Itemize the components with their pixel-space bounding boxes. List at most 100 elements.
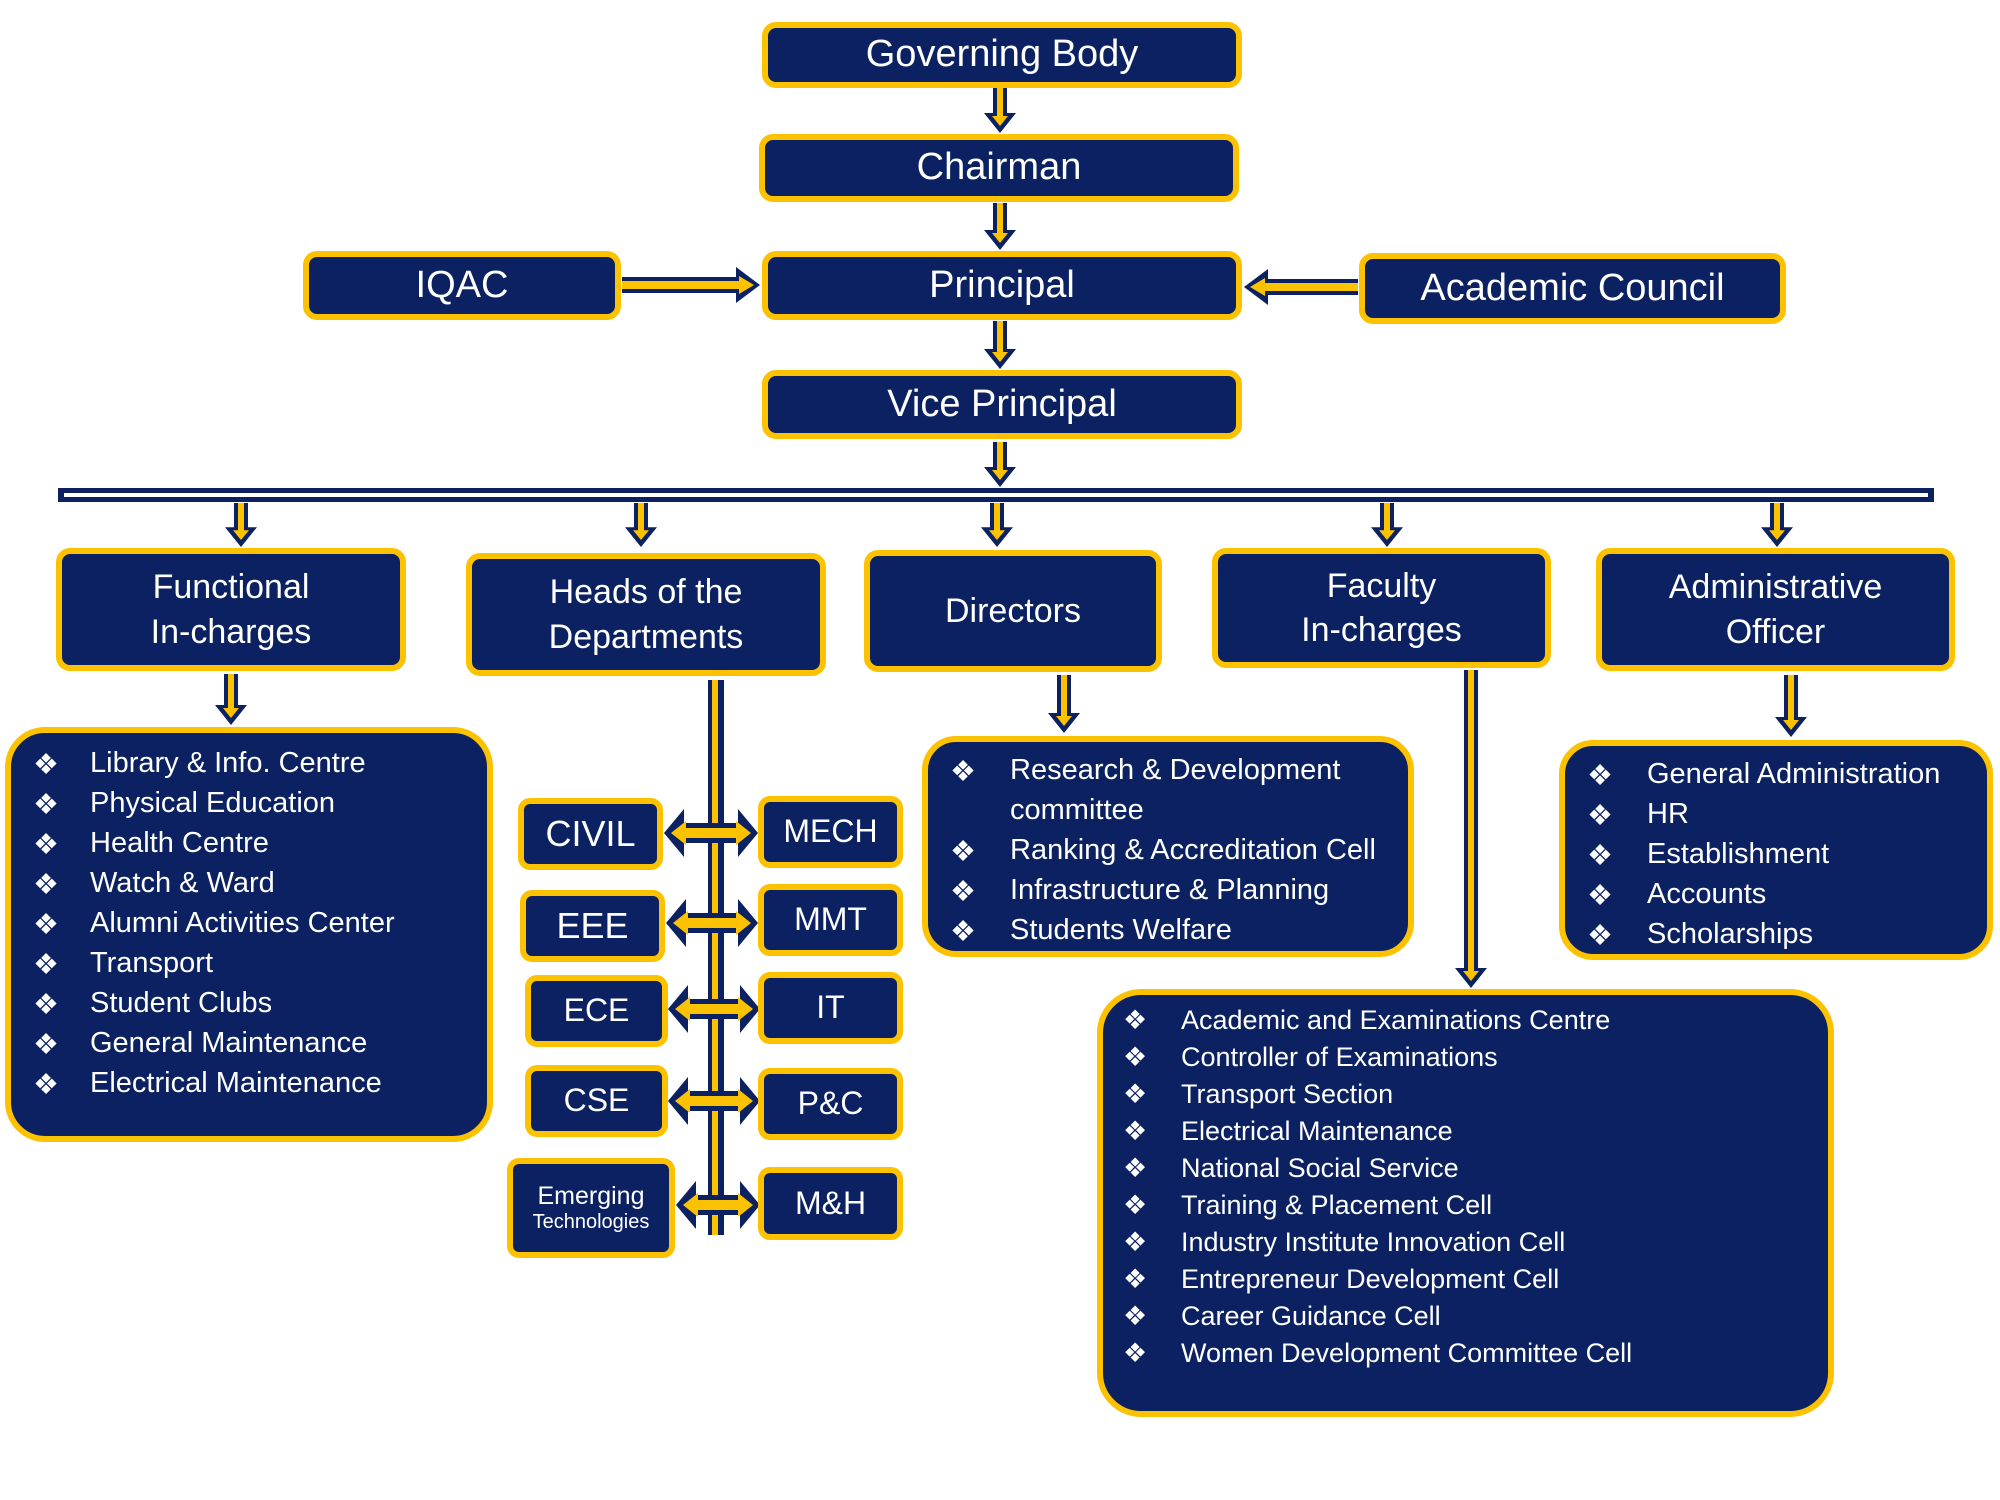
dept-emerging-label-2: Technologies: [532, 1210, 650, 1233]
list-item: ❖Physical Education: [33, 787, 487, 827]
arrow-bar-to-hods: [625, 503, 657, 547]
list-item-label: Electrical Maintenance: [1181, 1116, 1453, 1146]
dept-ece-label: ECE: [563, 992, 630, 1029]
arrow-fill: [992, 203, 1008, 243]
list-item: ❖Electrical Maintenance: [1123, 1116, 1828, 1153]
list-item: ❖Ranking & Accreditation Cell: [950, 834, 1408, 874]
faculty-label-2: In-charges: [1301, 611, 1462, 649]
arrow-functional-to-list: [215, 674, 247, 725]
functional-label-2: In-charges: [150, 612, 312, 651]
arrow-vice-principal-to-bar: [984, 442, 1016, 487]
list-item-label: Health Centre: [90, 827, 269, 859]
list-item-label: Career Development Cell: [1010, 954, 1336, 957]
dept-cse-label: CSE: [563, 1082, 630, 1119]
bullet-diamond-icon: ❖: [33, 789, 59, 821]
bullet-diamond-icon: ❖: [1587, 880, 1613, 912]
spine-fill: [712, 680, 718, 1235]
chairman-label: Chairman: [916, 146, 1082, 189]
list-item: ❖ Health Centre: [33, 827, 487, 867]
list-item: ❖ Electrical Maintenance: [33, 1067, 487, 1107]
admin-items: ❖General Administration❖HR❖Establishment…: [1587, 758, 1987, 954]
list-item: ❖HR: [1587, 798, 1987, 838]
list-item: ❖Controller of Examinations: [1123, 1042, 1828, 1079]
faculty-items: ❖ Academic and Examinations Centre ❖Contro…: [1123, 1005, 1828, 1375]
list-item: ❖ Transport: [33, 947, 487, 987]
list-item-label: Infrastructure & Planning: [1010, 874, 1330, 906]
arrow-ece-it: [668, 985, 760, 1033]
double-arrow-fill: [683, 1193, 753, 1217]
arrow-fill: [989, 503, 1005, 540]
bullet-diamond-icon: ❖: [33, 749, 59, 781]
dept-mh: M&H: [758, 1167, 903, 1240]
arrow-principal-to-vice-principal: [984, 321, 1016, 369]
list-item: ❖Students Welfare: [950, 914, 1408, 951]
list-item: ❖Scholarships: [1587, 918, 1987, 954]
list-item: ❖Transport Section: [1123, 1079, 1828, 1116]
list-item-label: Electrical Maintenance: [90, 1067, 382, 1099]
arrow-fill: [992, 88, 1008, 126]
arrow-fill: [1056, 675, 1072, 726]
dept-mmt: MMT: [758, 884, 903, 956]
list-item-label: Watch & Ward: [90, 867, 275, 899]
arrow-civil-mech: [664, 809, 758, 857]
bullet-diamond-icon: ❖: [950, 916, 976, 948]
arrow-fill: [1783, 675, 1799, 730]
bullet-diamond-icon: ❖: [1123, 1079, 1148, 1109]
bullet-diamond-icon: ❖: [33, 1029, 59, 1061]
list-item-label: Women Development Committee Cell: [1181, 1338, 1633, 1368]
hods-label-1: Heads of the: [549, 573, 743, 612]
list-item-label: Academic and Examinations Centre: [1181, 1005, 1611, 1035]
list-item: ❖Establishment: [1587, 838, 1987, 878]
arrow-bar-to-directors: [981, 503, 1013, 547]
arrow-directors-to-list: [1048, 675, 1080, 733]
bullet-diamond-icon: ❖: [1587, 760, 1613, 792]
bullet-diamond-icon: ❖: [1123, 1301, 1148, 1331]
distribution-bar-inner: [64, 493, 1928, 497]
list-item-label: General Maintenance: [90, 1027, 368, 1059]
academic-council-box: Academic Council: [1359, 253, 1786, 324]
list-item: ❖Watch & Ward: [33, 867, 487, 907]
list-item: ❖ General Maintenance: [33, 1027, 487, 1067]
list-item-label: Student Clubs: [90, 987, 273, 1019]
arrow-fill: [233, 503, 249, 540]
bullet-diamond-icon: ❖: [33, 829, 59, 861]
double-arrow-fill: [675, 1089, 753, 1113]
dept-mech-label: MECH: [783, 813, 878, 850]
list-item: ❖ Career Development Cell: [950, 954, 1408, 957]
list-item-label: Accounts: [1647, 878, 1767, 910]
dept-pc-label: P&C: [797, 1085, 864, 1122]
faculty-list: ❖ Academic and Examinations Centre ❖Contro…: [1097, 989, 1834, 1417]
iqac-box: IQAC: [303, 251, 621, 320]
dept-mmt-label: MMT: [794, 901, 867, 938]
bullet-diamond-icon: ❖: [950, 756, 976, 788]
bullet-diamond-icon: ❖: [1587, 800, 1613, 832]
bullet-diamond-icon: ❖: [950, 954, 976, 957]
bullet-diamond-icon: ❖: [33, 1069, 59, 1101]
bullet-diamond-icon: ❖: [33, 949, 59, 981]
dept-ece: ECE: [525, 975, 668, 1047]
list-item: ❖Library & Info. Centre: [33, 747, 487, 787]
arrow-fill: [992, 442, 1008, 480]
admin-list: ❖General Administration❖HR❖Establishment…: [1559, 740, 1993, 960]
arrow-bar-to-admin: [1761, 503, 1793, 547]
list-item: ❖Infrastructure & Planning: [950, 874, 1408, 914]
list-item-label: committee: [1010, 794, 1144, 826]
department-spine: [708, 680, 724, 1235]
list-item-label: Scholarships: [1647, 918, 1814, 950]
arrow-bar-to-faculty: [1371, 503, 1403, 547]
list-item: committee: [950, 794, 1408, 834]
list-item-label: National Social Service: [1181, 1153, 1459, 1183]
bullet-diamond-icon: ❖: [1123, 1190, 1148, 1220]
bullet-diamond-icon: ❖: [950, 836, 976, 868]
list-item-label: Transport: [90, 947, 214, 979]
arrow-governing-to-chairman: [984, 88, 1016, 133]
principal-label: Principal: [929, 263, 1075, 306]
arrow-fill: [622, 276, 754, 294]
double-arrow-fill: [671, 821, 751, 845]
